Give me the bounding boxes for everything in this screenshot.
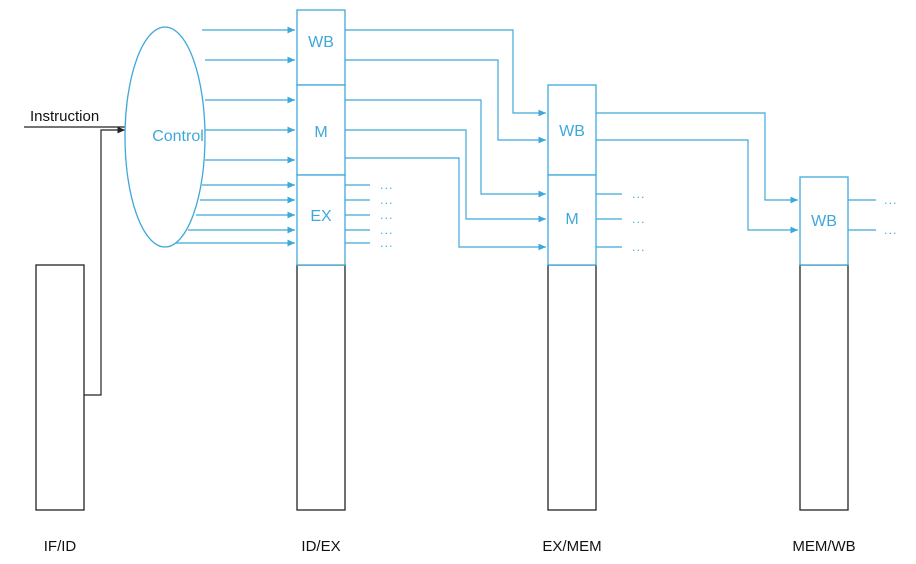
ellipsis-mem-wb-2: ... [884,224,898,237]
ex-mem-register [547,264,597,511]
ellipsis-id-ex-5: ... [380,237,394,250]
ellipsis-id-ex-3: ... [380,209,394,222]
ellipsis-ex-mem-2: ... [632,213,646,226]
mem-wb-label: MEM/WB [792,538,855,555]
ex-mem-m-label: M [565,211,578,228]
ellipsis-mem-wb-1: ... [884,194,898,207]
ex-mem-label: EX/MEM [542,538,601,555]
wire-ex-mem-wb-1 [596,112,798,204]
id-ex-register [296,264,346,511]
wire-id-ex-m-2 [345,129,546,223]
instruction-label: Instruction [30,108,99,125]
ellipsis-ex-mem-3: ... [632,241,646,254]
ellipsis-ex-mem-1: ... [632,188,646,201]
if-id-label: IF/ID [44,538,77,555]
id-ex-m-label: M [314,124,327,141]
wire-id-ex-wb-2 [345,59,546,144]
instruction-wire [84,126,125,396]
ellipsis-id-ex-2: ... [380,194,394,207]
mem-wb-wb-label: WB [811,213,837,230]
ex-mem-wb-label: WB [559,123,585,140]
ex-mem-m-field [547,174,597,266]
id-ex-ex-label: EX [310,208,332,225]
ellipsis-id-ex-4: ... [380,224,394,237]
mem-wb-wb-field [799,176,849,266]
id-ex-wb-field [296,9,346,86]
id-ex-label: ID/EX [301,538,340,555]
wire-ex-mem-wb-2 [596,139,798,234]
wire-id-ex-m-3 [345,157,546,251]
id-ex-wb-label: WB [308,34,334,51]
wire-id-ex-wb-1 [345,29,546,117]
control-unit [124,26,206,248]
wire-id-ex-m-1 [345,99,546,198]
control-label: Control [152,128,204,145]
ex-mem-wb-field [547,84,597,176]
ellipsis-id-ex-1: ... [380,179,394,192]
if-id-register [35,264,85,511]
id-ex-ex-field [296,174,346,266]
mem-wb-register [799,264,849,511]
